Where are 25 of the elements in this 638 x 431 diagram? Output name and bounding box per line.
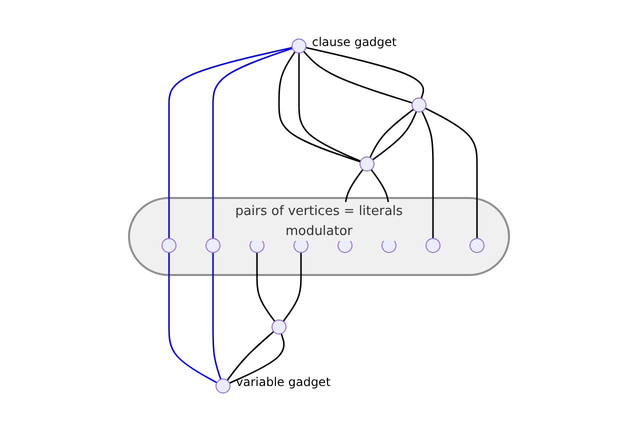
node-circle [292,38,306,53]
connector [298,52,361,162]
node-caption: clause gadget [312,34,397,48]
connector [306,46,424,98]
connector [226,330,274,380]
connector [282,252,302,322]
connector [168,46,292,238]
connector [212,252,222,380]
connector [421,110,434,238]
node-circle [272,319,286,334]
connector [256,252,276,322]
node-circle [412,97,426,112]
node-caption: variable gadget [236,374,331,388]
node-circle [206,238,220,252]
connector [229,332,285,384]
connector [278,50,361,162]
connector [303,50,413,104]
connector [212,47,293,238]
connector [168,252,218,383]
node-circle [216,378,230,393]
connector [424,107,478,238]
node-circle [470,238,484,252]
node-circle [426,238,440,252]
node-circle [162,238,176,252]
node-circle [360,156,374,171]
